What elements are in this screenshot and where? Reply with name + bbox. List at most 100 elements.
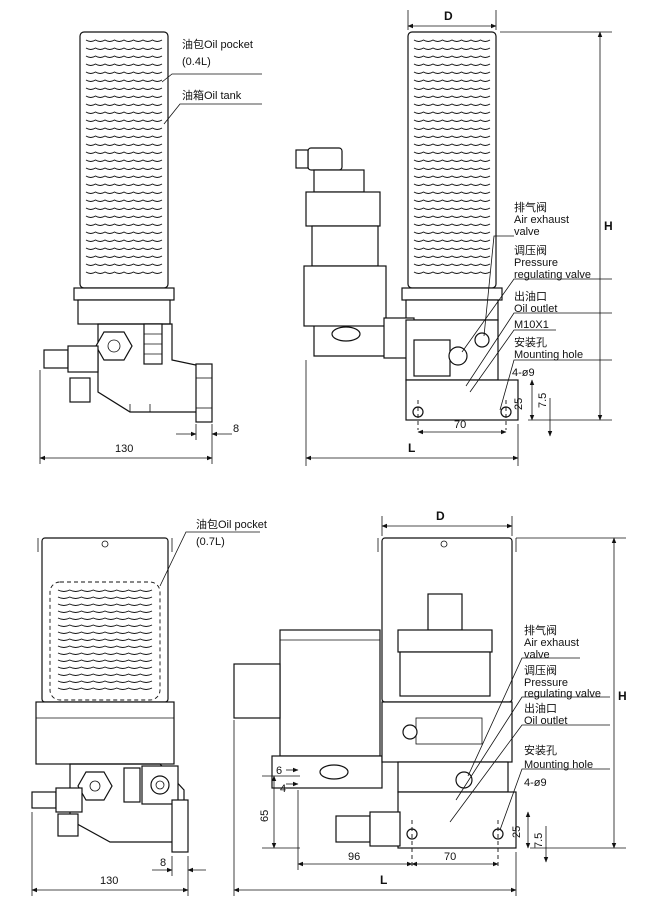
dim-65: 65: [259, 810, 271, 822]
bellows-fold: [85, 95, 163, 98]
bellows-fold: [413, 111, 491, 114]
bellows-fold: [85, 239, 163, 242]
top-left-view: 油包Oil pocket (0.4L) 油箱Oil tank 130 8: [39, 31, 262, 464]
motor-body: [311, 225, 379, 267]
dim-H: H: [604, 219, 613, 233]
air-exhaust-valve: [474, 332, 490, 348]
outlet-fitting: [43, 349, 69, 369]
dim-8: 8: [233, 423, 239, 435]
bellows-fold: [413, 223, 491, 226]
pump-base-block: [35, 701, 175, 765]
bellows-fold: [413, 87, 491, 90]
connector-base: [313, 169, 365, 193]
bottom-left-view: 油包Oil pocket (0.7L) 130 8: [31, 517, 267, 896]
bellows-fold: [413, 95, 491, 98]
solenoid-lower: [335, 815, 371, 843]
dim-70-lower: 70: [444, 851, 456, 863]
bellows-fold: [57, 652, 153, 655]
bellows-fold: [413, 151, 491, 154]
stirrer-cap: [427, 593, 463, 631]
dim-L-lower: L: [380, 873, 387, 887]
dim-7-5: 7.5: [537, 393, 549, 408]
dim-D-lower: D: [436, 509, 445, 523]
bellows-fold: [85, 119, 163, 122]
label-holes-lower: 4-ø9: [524, 777, 547, 789]
electrical-connector: [307, 147, 343, 171]
dim-H-lower: H: [618, 689, 627, 703]
motor-top: [305, 191, 381, 227]
dim-7-5-lower: 7.5: [533, 833, 545, 848]
label-pressure-valve-lower: regulating valve: [524, 688, 601, 700]
dim-25: 25: [513, 398, 525, 410]
top-right-view: 排气阀 Air exhaust valve 调压阀 Pressure regul…: [295, 9, 613, 466]
side-valve-lower: [123, 767, 141, 803]
bellows-fold: [85, 47, 163, 50]
label-oil-outlet-cn-lower: 出油口: [524, 701, 557, 715]
callouts-bottom-right: 排气阀 Air exhaust valve 调压阀 Pressure regul…: [449, 623, 610, 831]
label-oil-outlet-en: Oil outlet: [514, 303, 557, 315]
bellows-fold: [85, 191, 163, 194]
outlet-fitting-lower: [31, 791, 57, 809]
bellows-fold: [85, 79, 163, 82]
bellows-pattern-front: [413, 39, 491, 274]
bellows-fold: [413, 167, 491, 170]
bellows-fold: [413, 191, 491, 194]
label-mounting-cn-lower: 安装孔: [524, 743, 557, 757]
bellows-fold: [413, 103, 491, 106]
dim-130-lower: 130: [100, 875, 118, 887]
brand-logo: [331, 326, 361, 342]
bellows-fold: [413, 199, 491, 202]
pressure-valve-knob: [448, 346, 468, 366]
bellows-fold: [85, 55, 163, 58]
label-air-exhaust-en-lower: Air exhaust: [524, 637, 579, 649]
label-mounting-en-lower: Mounting hole: [524, 759, 593, 771]
leader-oil-tank: [163, 103, 262, 125]
label-oil-pocket-volume: (0.4L): [182, 56, 211, 68]
outlet-block-lower: [55, 787, 83, 813]
label-air-exhaust-valve-lower: valve: [524, 649, 550, 661]
label-oil-outlet-cn: 出油口: [514, 289, 547, 303]
bellows-fold: [57, 680, 153, 683]
dim-4: 4: [280, 783, 286, 795]
bellows-fold: [85, 143, 163, 146]
motor-connector: [233, 663, 281, 719]
dim-L: L: [408, 441, 415, 455]
mount-flange: [195, 363, 213, 423]
bellows-fold: [57, 603, 153, 606]
label-oil-pocket-lower: 油包Oil pocket: [196, 517, 267, 531]
bellows-fold: [413, 127, 491, 130]
bellows-fold: [85, 175, 163, 178]
bellows-fold: [85, 127, 163, 130]
bellows-fold: [85, 151, 163, 154]
dim-8-lower: 8: [160, 857, 166, 869]
bellows-fold: [413, 119, 491, 122]
leader-oil-pocket-lower: [159, 531, 260, 587]
bellows-fold: [85, 255, 163, 258]
dim-70: 70: [454, 419, 466, 431]
bellows-fold: [413, 135, 491, 138]
bellows-fold: [413, 55, 491, 58]
bellows-fold: [413, 271, 491, 274]
label-oil-pocket: 油包Oil pocket: [182, 37, 253, 51]
bellows-fold: [413, 143, 491, 146]
bellows-fold: [413, 263, 491, 266]
bellows-fold: [85, 63, 163, 66]
bellows-fold: [413, 247, 491, 250]
bellows-fold: [413, 159, 491, 162]
bellows-fold: [85, 223, 163, 226]
dim-6: 6: [276, 765, 282, 777]
bottom-right-view: 排气阀 Air exhaust valve 调压阀 Pressure regul…: [233, 509, 627, 896]
bellows-fold: [413, 207, 491, 210]
bellows-fold: [413, 63, 491, 66]
leader-oil-pocket: [161, 73, 262, 83]
bellows-fold: [85, 87, 163, 90]
bellows-fold: [85, 167, 163, 170]
tank-base-ring: [73, 287, 175, 301]
pump-base-front: [381, 701, 513, 763]
label-oil-pocket-volume-lower: (0.7L): [196, 536, 225, 548]
label-oil-tank: 油箱Oil tank: [182, 88, 242, 102]
solenoid-body: [369, 811, 401, 847]
bellows-fold: [57, 596, 153, 599]
base-plate: [405, 379, 519, 421]
